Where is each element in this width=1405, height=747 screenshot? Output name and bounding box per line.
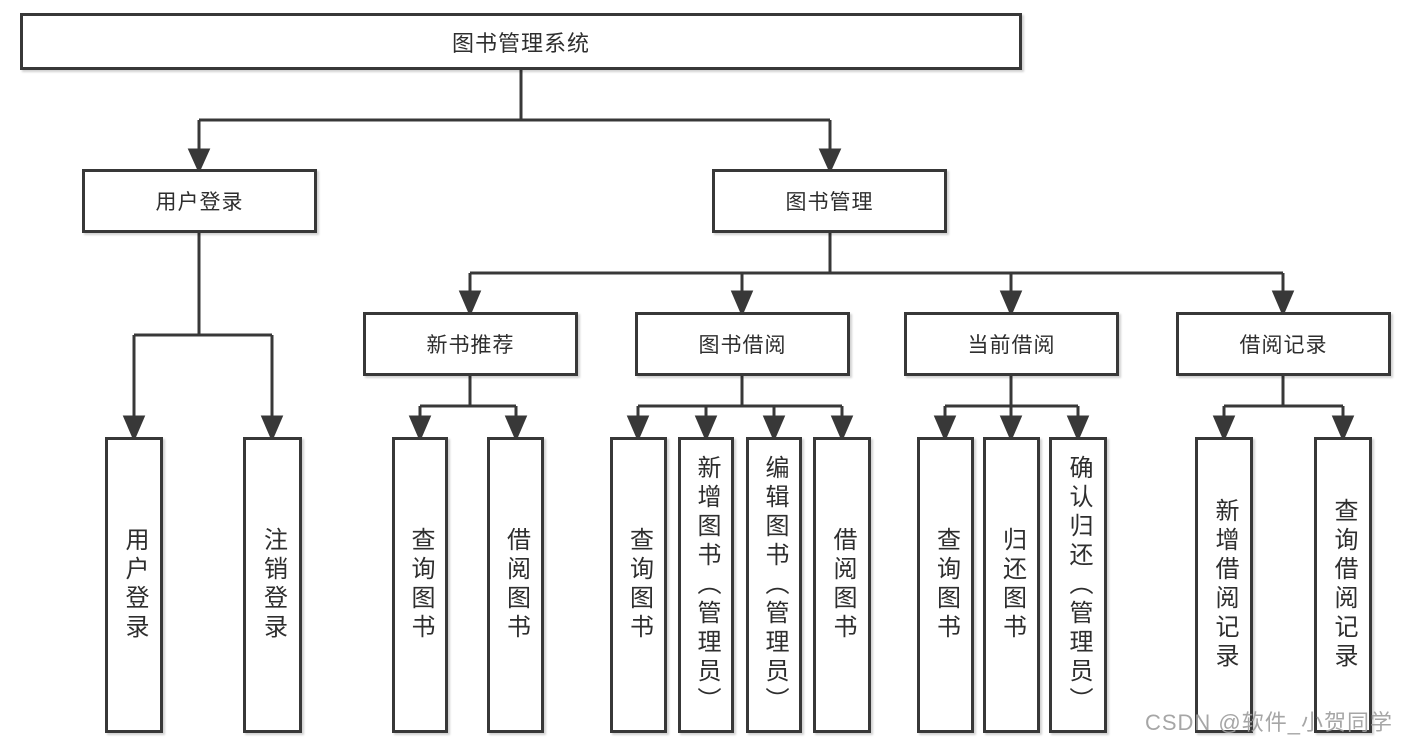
node-root: 图书管理系统 <box>20 13 1022 70</box>
leaf-logout: 注销登录 <box>243 437 302 733</box>
node-borrow-records: 借阅记录 <box>1176 312 1391 376</box>
leaf-add-book-admin: 新增图书（管理员） <box>678 437 734 733</box>
leaf-return-books: 归还图书 <box>983 437 1040 733</box>
connector-root-to-level2 <box>187 70 842 174</box>
connector-book-borrow-children <box>626 376 854 442</box>
node-new-book-recommend: 新书推荐 <box>363 312 578 376</box>
csdn-watermark: CSDN @软件_小贺同学 <box>1144 710 1393 735</box>
node-user-login: 用户登录 <box>82 169 317 233</box>
connector-book-management-children <box>458 233 1295 317</box>
node-book-borrow: 图书借阅 <box>635 312 850 376</box>
leaf-confirm-return-admin: 确认归还（管理员） <box>1049 437 1107 733</box>
leaf-borrow-books-recommend: 借阅图书 <box>487 437 544 733</box>
leaf-query-books-current: 查询图书 <box>917 437 974 733</box>
leaf-query-books-borrow: 查询图书 <box>610 437 667 733</box>
connector-current-borrow-children <box>933 376 1090 442</box>
connector-user-login-children <box>122 233 284 442</box>
leaf-query-borrow-record: 查询借阅记录 <box>1314 437 1372 733</box>
leaf-user-login: 用户登录 <box>105 437 163 733</box>
connector-new-book-children <box>408 376 528 442</box>
leaf-edit-book-admin: 编辑图书（管理员） <box>746 437 802 733</box>
node-current-borrow: 当前借阅 <box>904 312 1119 376</box>
node-book-management: 图书管理 <box>712 169 947 233</box>
leaf-borrow-books-borrow: 借阅图书 <box>813 437 871 733</box>
leaf-query-books-recommend: 查询图书 <box>392 437 448 733</box>
leaf-add-borrow-record: 新增借阅记录 <box>1195 437 1253 733</box>
connector-borrow-records-children <box>1212 376 1355 442</box>
